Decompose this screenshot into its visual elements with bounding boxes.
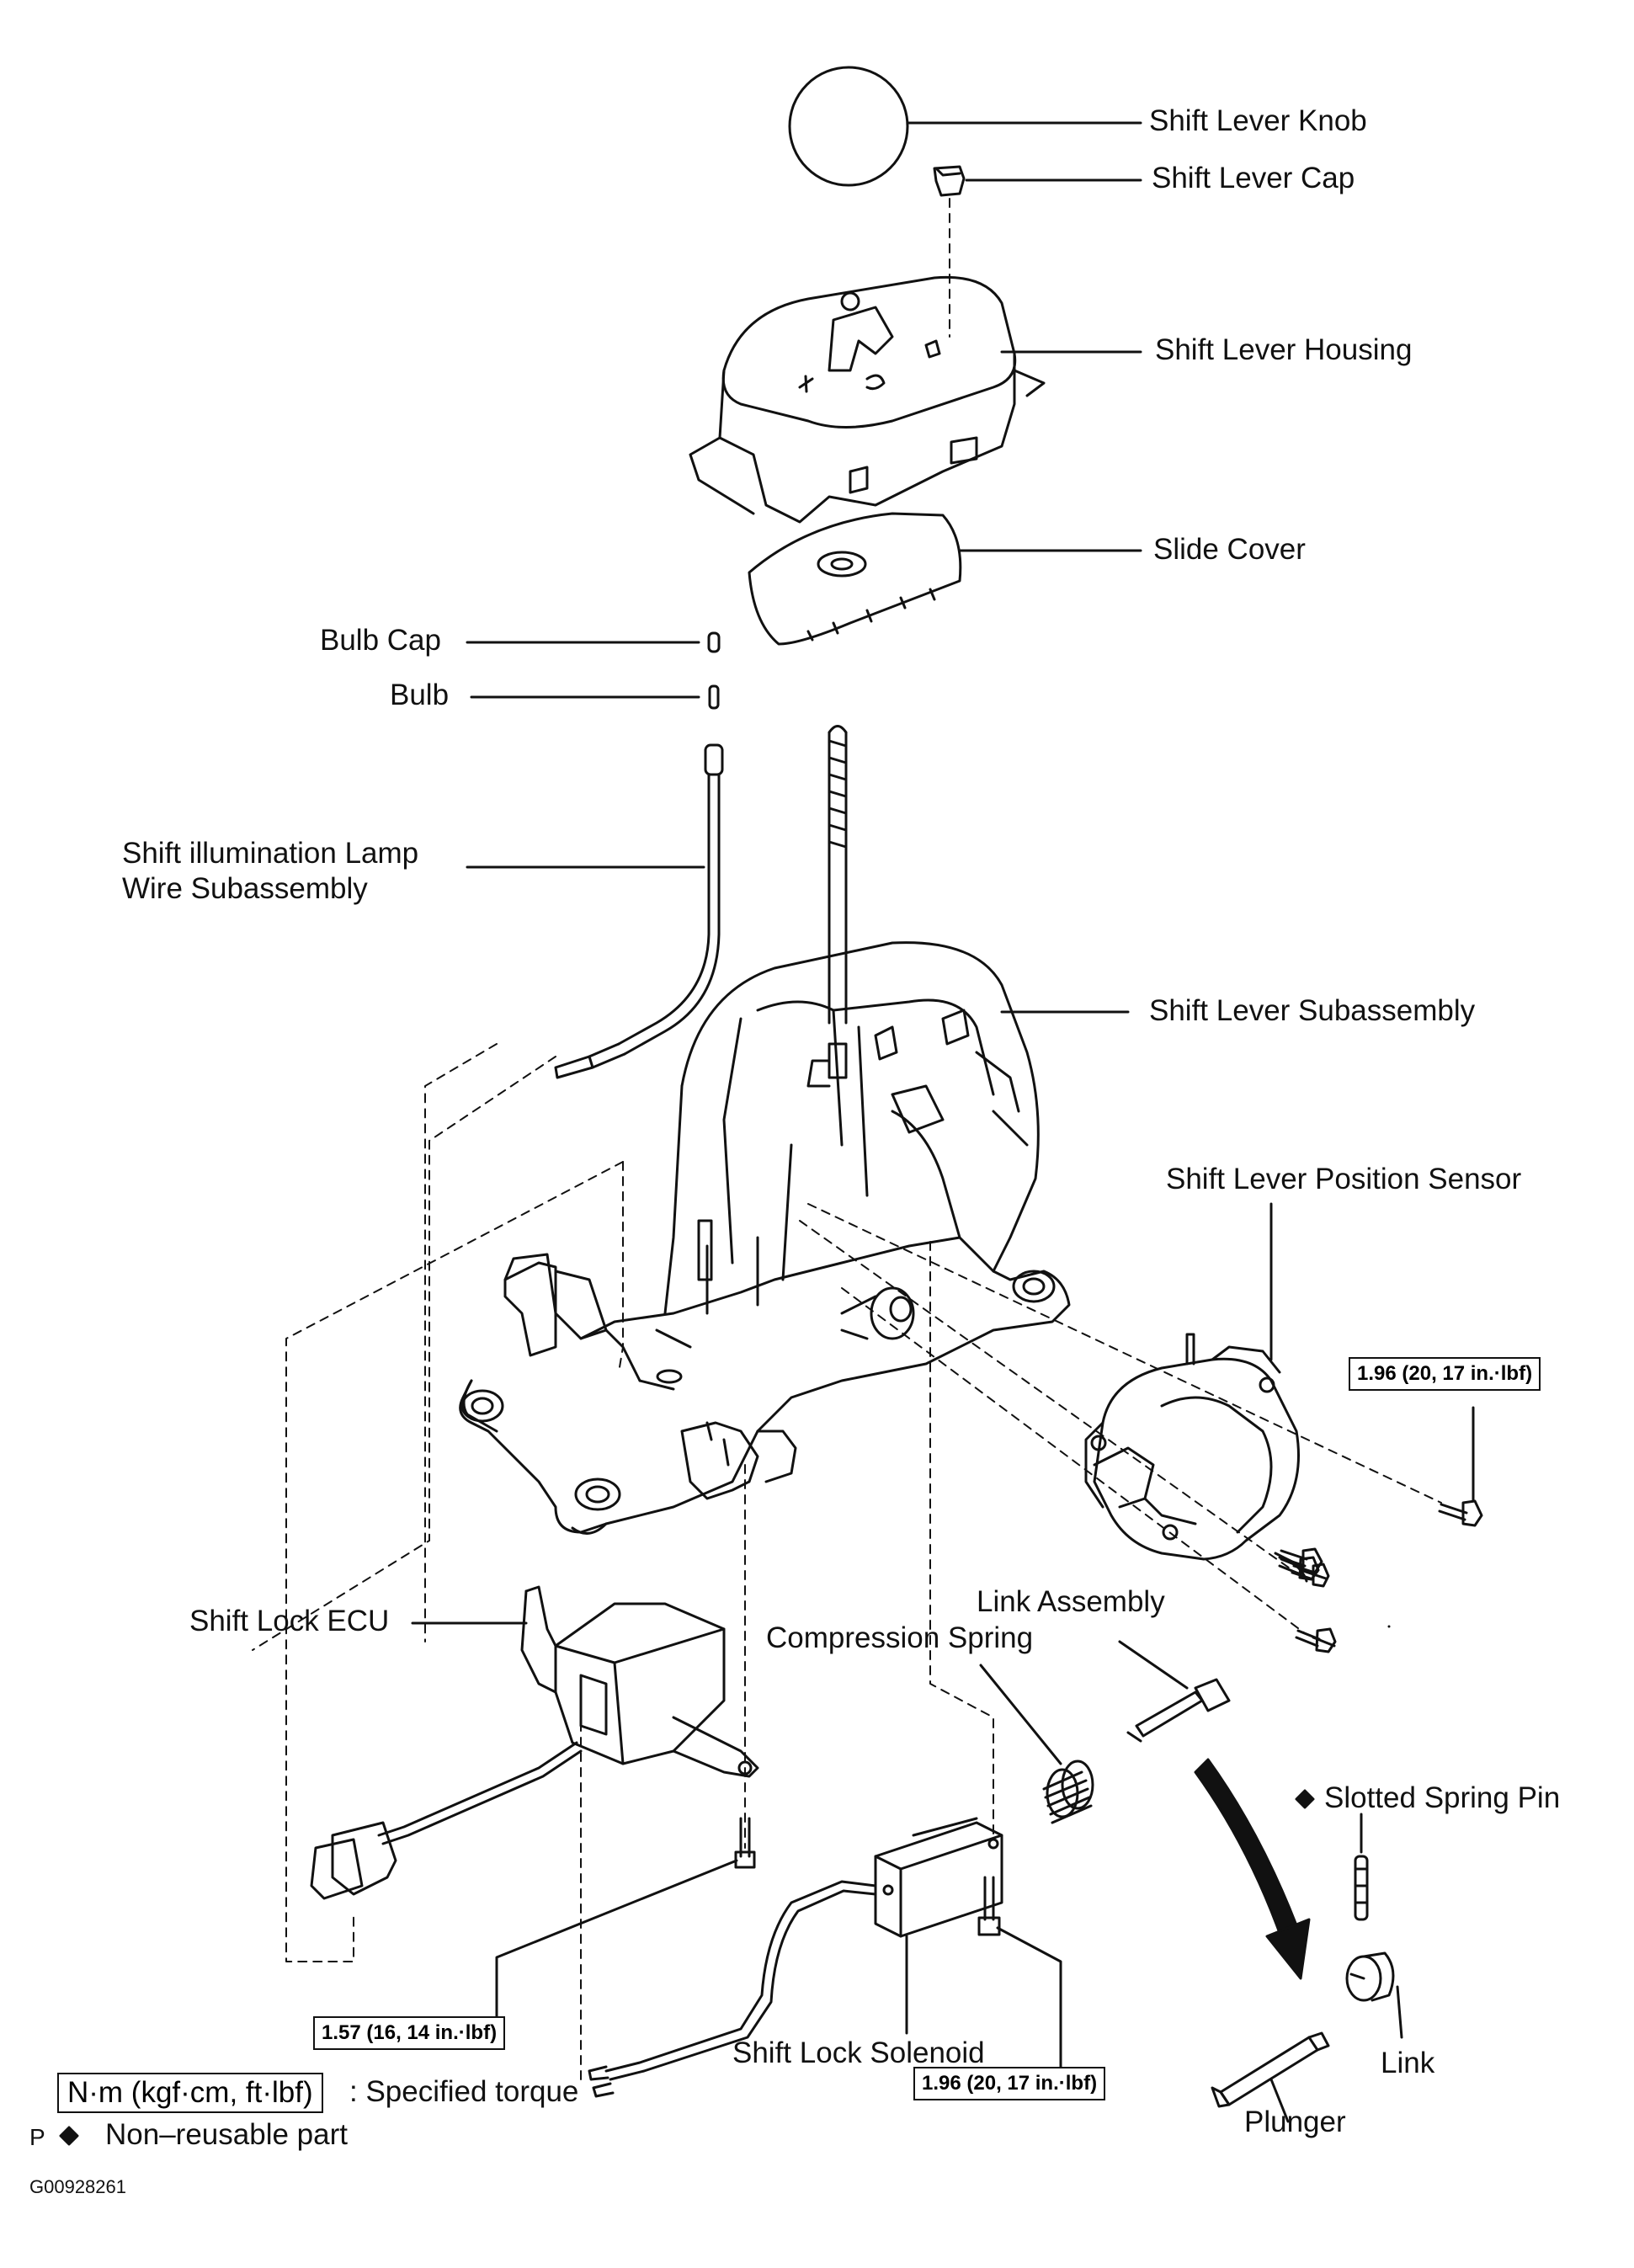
leader-link bbox=[1397, 1987, 1402, 2037]
plunger-part bbox=[1212, 2033, 1328, 2106]
label-link: Link bbox=[1381, 2047, 1435, 2079]
label-slide-cover: Slide Cover bbox=[1153, 533, 1306, 566]
label-compression-spring: Compression Spring bbox=[766, 1621, 1034, 1654]
label-lamp-wire-line1: Shift illumination Lamp bbox=[122, 837, 419, 870]
leader-solenoid-torque bbox=[998, 1928, 1061, 2067]
legend-diamond-icon bbox=[61, 2127, 77, 2144]
label-shift-lever-position-sensor: Shift Lever Position Sensor bbox=[1166, 1163, 1522, 1195]
label-bulb: Bulb bbox=[390, 679, 450, 711]
legend-torque-unit: N·m (kgf·cm, ft·lbf) bbox=[57, 2073, 323, 2113]
shift-lever-subassembly-part bbox=[460, 727, 1069, 1534]
bulb-part bbox=[710, 686, 718, 708]
legend-torque-desc: : Specified torque bbox=[349, 2075, 579, 2108]
label-slotted-spring-pin: Slotted Spring Pin bbox=[1324, 1781, 1561, 1814]
shift-lever-housing-part bbox=[690, 277, 1044, 522]
link-assembly-part bbox=[1128, 1680, 1229, 1741]
leader-link-assembly bbox=[1120, 1642, 1187, 1688]
leader-ecu-torque bbox=[497, 1861, 737, 2016]
link-part bbox=[1347, 1953, 1393, 2000]
sensor-lower-bolt-a bbox=[1275, 1553, 1301, 1566]
sensor-bolt-4 bbox=[1440, 1501, 1482, 1525]
slide-cover-part bbox=[749, 514, 961, 644]
lamp-wire-part bbox=[556, 745, 722, 1078]
sensor-screw-2 bbox=[1296, 1629, 1335, 1652]
torque-sensor-bolt: 1.96 (20, 17 in.·lbf) bbox=[1349, 1357, 1541, 1391]
shift-lever-cap-part bbox=[934, 167, 964, 195]
shift-lever-knob-part bbox=[790, 67, 907, 185]
sensor-screw-1 bbox=[1280, 1557, 1318, 1579]
label-lamp-wire-line2: Wire Subassembly bbox=[122, 872, 368, 905]
sensor-bolt-3 bbox=[1292, 1564, 1328, 1586]
shift-lever-position-sensor-part bbox=[1086, 1334, 1299, 1559]
assembly-arrow bbox=[1195, 1760, 1309, 1978]
legend-p-mark: P bbox=[29, 2124, 45, 2150]
slotted-spring-pin-part bbox=[1355, 1856, 1367, 1919]
guide-lines bbox=[253, 1044, 1441, 2079]
label-bulb-cap: Bulb Cap bbox=[320, 624, 441, 657]
label-shift-lever-housing: Shift Lever Housing bbox=[1155, 333, 1413, 366]
compression-spring-part bbox=[1044, 1761, 1093, 1823]
sensor-screw-3 bbox=[1313, 1637, 1334, 1646]
leader-plunger bbox=[1271, 2079, 1288, 2122]
label-plunger: Plunger bbox=[1244, 2106, 1346, 2138]
label-shift-lever-cap: Shift Lever Cap bbox=[1152, 162, 1355, 194]
figure-id: G00928261 bbox=[29, 2176, 126, 2197]
label-link-assembly: Link Assembly bbox=[977, 1585, 1165, 1618]
torque-solenoid-bolt: 1.96 (20, 17 in.·lbf) bbox=[913, 2067, 1106, 2100]
label-shift-lever-knob: Shift Lever Knob bbox=[1149, 104, 1367, 137]
spring-pin-diamond-icon bbox=[1296, 1791, 1313, 1807]
solenoid-screw bbox=[979, 1877, 999, 1935]
shift-lock-ecu-part bbox=[311, 1587, 758, 1898]
bulb-cap-part bbox=[709, 633, 719, 652]
shift-lock-solenoid-part bbox=[589, 1818, 1002, 2096]
torque-ecu-bolt: 1.57 (16, 14 in.·lbf) bbox=[313, 2016, 506, 2050]
leader-spring bbox=[981, 1665, 1061, 1764]
label-shift-lock-solenoid: Shift Lock Solenoid bbox=[732, 2036, 985, 2069]
label-shift-lever-subassembly: Shift Lever Subassembly bbox=[1149, 994, 1476, 1027]
legend-diamond-desc: Non–reusable part bbox=[105, 2118, 348, 2151]
label-shift-lock-ecu: Shift Lock ECU bbox=[189, 1605, 390, 1637]
